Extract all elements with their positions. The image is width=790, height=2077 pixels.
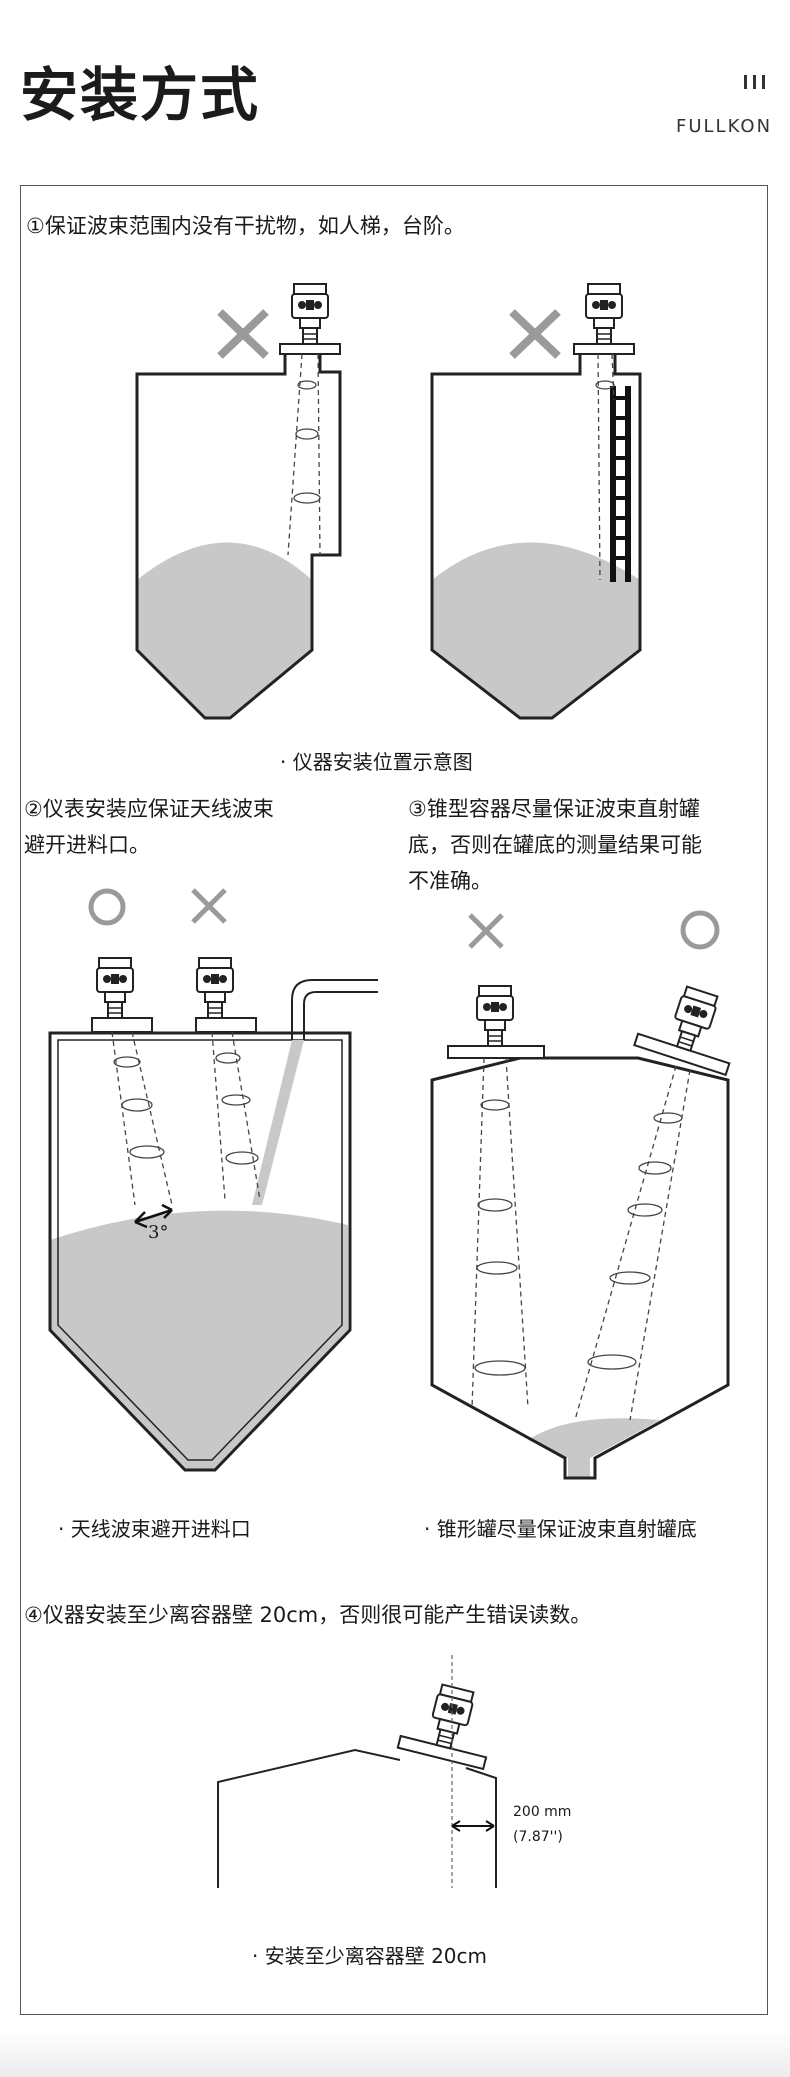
section4-caption: · 安装至少离容器壁 20cm xyxy=(252,1944,487,1968)
dimension-mm: 200 mm xyxy=(513,1804,572,1820)
section3-text-line2: 底，否则在罐底的测量结果可能 xyxy=(408,833,702,857)
section4-text: ④仪器安装至少离容器壁 20cm，否则很可能产生错误读数。 xyxy=(24,1603,592,1627)
section2-text-line1: ②仪表安装应保证天线波束 xyxy=(24,797,274,821)
section2-caption: · 天线波束避开进料口 xyxy=(58,1517,251,1541)
section1-text: ①保证波束范围内没有干扰物，如人梯，台阶。 xyxy=(26,214,465,238)
section2-text-line2: 避开进料口。 xyxy=(24,833,150,857)
bottom-shade xyxy=(0,2030,790,2077)
brand-name: FULLKON xyxy=(676,116,773,137)
tank-step-interference xyxy=(135,283,342,720)
brand-bars-icon xyxy=(744,74,771,93)
tank-feed-inlet xyxy=(48,888,378,1472)
section3-text-line3: 不准确。 xyxy=(408,869,492,893)
section2-angle-label: 3° xyxy=(148,1222,169,1243)
tank-cone-bottom xyxy=(430,910,731,1480)
tank-wall-distance xyxy=(217,1655,497,1888)
tank-ladder-interference xyxy=(430,283,642,720)
page-title: 安装方式 xyxy=(20,61,261,129)
section3-caption: · 锥形罐尽量保证波束直射罐底 xyxy=(424,1517,697,1541)
dimension-inch: (7.87'') xyxy=(513,1829,563,1845)
page-header: 安装方式 FULLKON xyxy=(0,0,790,180)
section1-caption: · 仪器安装位置示意图 xyxy=(280,750,473,774)
section3-text-line1: ③锥型容器尽量保证波束直射罐 xyxy=(408,797,700,821)
